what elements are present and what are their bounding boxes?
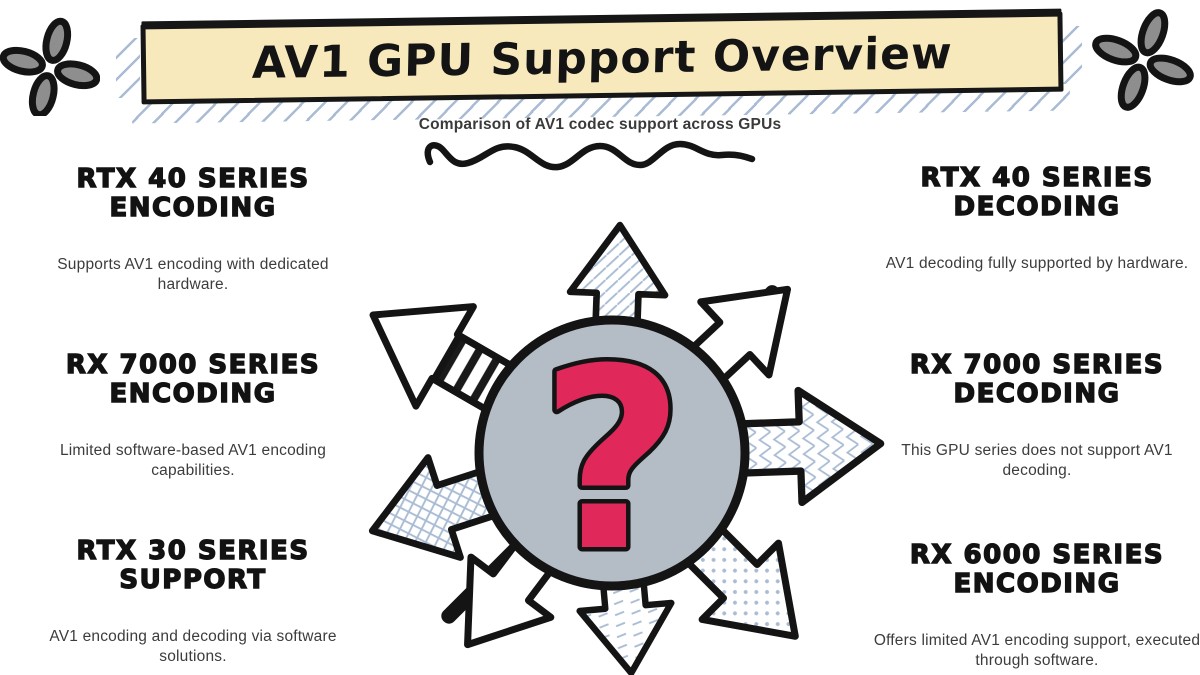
question-circle bbox=[474, 315, 750, 591]
section-heading: RX 7000 SERIES ENCODING bbox=[65, 350, 321, 410]
section-body: Offers limited AV1 encoding support, exe… bbox=[873, 632, 1200, 670]
subtitle: Comparison of AV1 codec support across G… bbox=[418, 116, 782, 133]
section-rx7000-encoding: RX 7000 SERIES ENCODING Limited software… bbox=[23, 350, 363, 482]
section-rtx40-decoding: RTX 40 SERIES DECODING AV1 decoding full… bbox=[867, 163, 1200, 274]
page-title: AV1 GPU Support Overview bbox=[251, 27, 953, 89]
section-body: This GPU series does not support AV1 dec… bbox=[901, 442, 1173, 480]
squiggle-underline-icon bbox=[424, 140, 756, 171]
section-rtx30-support: RTX 30 SERIES SUPPORT AV1 encoding and d… bbox=[23, 536, 363, 668]
pinwheel-flower-icon bbox=[0, 17, 100, 116]
section-heading: RTX 40 SERIES DECODING bbox=[920, 163, 1154, 223]
section-rx7000-decoding: RX 7000 SERIES DECODING This GPU series … bbox=[867, 350, 1200, 482]
section-rtx40-encoding: RTX 40 SERIES ENCODING Supports AV1 enco… bbox=[23, 164, 363, 296]
hatch-decoration bbox=[116, 38, 140, 98]
title-banner: AV1 GPU Support Overview bbox=[140, 11, 1064, 105]
question-mark-icon: ? bbox=[539, 315, 684, 606]
section-body: AV1 decoding fully supported by hardware… bbox=[885, 255, 1189, 273]
section-rx6000-encoding: RX 6000 SERIES ENCODING Offers limited A… bbox=[867, 540, 1200, 672]
section-body: Limited software-based AV1 encoding capa… bbox=[59, 442, 327, 480]
section-body: AV1 encoding and decoding via software s… bbox=[49, 628, 337, 666]
pinwheel-flower-icon bbox=[1092, 9, 1194, 111]
question-arrows-graphic: ? bbox=[332, 205, 892, 675]
section-heading: RTX 40 SERIES ENCODING bbox=[76, 164, 310, 224]
section-heading: RTX 30 SERIES SUPPORT bbox=[76, 536, 310, 596]
section-heading: RX 6000 SERIES ENCODING bbox=[909, 540, 1165, 600]
section-heading: RX 7000 SERIES DECODING bbox=[909, 350, 1165, 410]
section-body: Supports AV1 encoding with dedicated har… bbox=[57, 256, 329, 294]
